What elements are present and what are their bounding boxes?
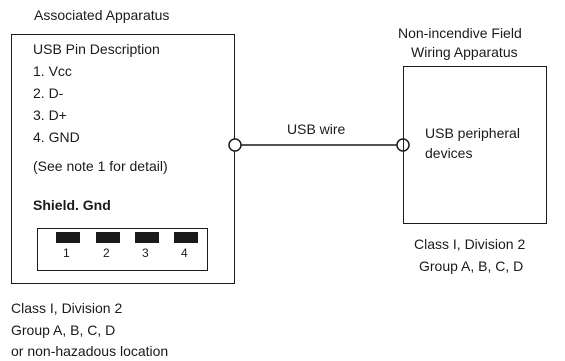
connector-pin-number-4: 4 bbox=[181, 246, 188, 260]
left-terminal bbox=[228, 138, 242, 152]
left-class-line-2: Group A, B, C, D bbox=[11, 322, 116, 338]
usb-wire-label: USB wire bbox=[287, 121, 346, 137]
connector-pin-2 bbox=[96, 232, 120, 243]
pin-item-gnd: 4. GND bbox=[33, 129, 80, 145]
non-incendive-apparatus-box bbox=[403, 66, 547, 224]
right-class-line-2: Group A, B, C, D bbox=[419, 258, 524, 274]
usb-pin-description-heading: USB Pin Description bbox=[33, 41, 160, 57]
connector-pin-number-3: 3 bbox=[142, 246, 149, 260]
shield-gnd-label: Shield. Gnd bbox=[33, 197, 111, 213]
usb-connector bbox=[37, 228, 208, 271]
pin-item-d-minus: 2. D- bbox=[33, 85, 64, 101]
left-class-line-1: Class I, Division 2 bbox=[11, 300, 123, 316]
non-incendive-title-line-1: Non-incendive Field bbox=[398, 25, 522, 41]
connector-pin-number-2: 2 bbox=[103, 246, 110, 260]
usb-peripheral-line-1: USB peripheral bbox=[425, 125, 520, 141]
right-class-line-1: Class I, Division 2 bbox=[414, 236, 526, 252]
note-reference: (See note 1 for detail) bbox=[33, 158, 168, 174]
connector-pin-3 bbox=[135, 232, 159, 243]
pin-item-vcc: 1. Vcc bbox=[33, 63, 72, 79]
non-incendive-title-line-2: Wiring Apparatus bbox=[411, 44, 518, 60]
pin-item-d-plus: 3. D+ bbox=[33, 107, 67, 123]
connector-pin-4 bbox=[174, 232, 198, 243]
connector-pin-number-1: 1 bbox=[63, 246, 70, 260]
associated-apparatus-box bbox=[11, 34, 235, 284]
associated-apparatus-title: Associated Apparatus bbox=[34, 7, 170, 23]
left-class-line-3: or non-hazadous location bbox=[11, 343, 169, 359]
usb-peripheral-line-2: devices bbox=[425, 145, 473, 161]
connector-pin-1 bbox=[56, 232, 80, 243]
